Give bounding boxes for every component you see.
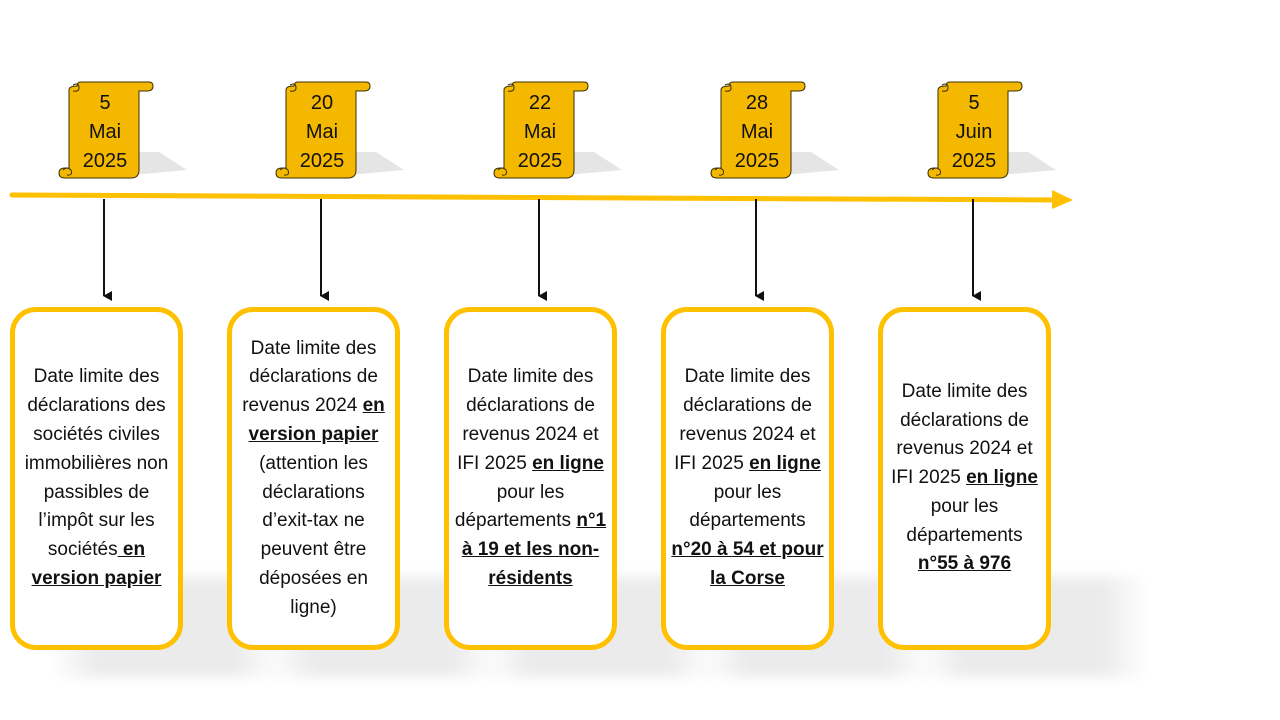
date-month: Juin — [955, 121, 993, 143]
emphasized-text: n°55 à 976 — [917, 553, 1012, 575]
description-text: pour les départements — [906, 495, 1023, 546]
scroll-top-curl — [507, 83, 515, 92]
emphasized-text: en version papier — [31, 539, 162, 589]
date-scroll-1 — [58, 81, 187, 179]
description-text: Date limite des déclarations de revenus … — [457, 366, 599, 474]
event-box-4: Date limite des déclarations de revenus … — [661, 307, 834, 650]
date-day: 20 — [310, 92, 334, 114]
emphasized-text: n°20 à 54 et pour la Corse — [671, 539, 824, 589]
scroll-bottom-curl — [931, 167, 941, 176]
scroll-bottom-curl — [497, 167, 507, 176]
date-day: 5 — [968, 92, 980, 114]
timeline-arrowhead — [1052, 190, 1073, 209]
date-day: 22 — [528, 92, 552, 114]
date-month: Mai — [88, 121, 122, 143]
date-year: 2025 — [517, 150, 563, 172]
scroll-bottom-curl — [714, 167, 724, 176]
date-scroll-4 — [710, 81, 839, 179]
date-day: 5 — [99, 92, 111, 114]
scroll-bottom-curl — [279, 167, 289, 176]
date-scroll-3 — [493, 81, 622, 179]
event-description: Date limite des déclarations des société… — [19, 363, 174, 593]
event-box-3: Date limite des déclarations de revenus … — [444, 307, 617, 650]
scroll-top-curl — [724, 83, 732, 92]
description-text: pour les départements — [454, 481, 577, 532]
scroll-bottom-curl — [62, 167, 72, 176]
event-description: Date limite des déclarations de revenus … — [453, 363, 608, 593]
event-description: Date limite des déclarations de revenus … — [236, 335, 391, 623]
date-day: 28 — [745, 92, 769, 114]
emphasized-text: n°1 à 19 et les non-résidents — [461, 510, 607, 589]
description-text: Date limite des déclarations des société… — [24, 366, 169, 561]
timeline-axis — [9, 192, 1063, 203]
date-month: Mai — [740, 121, 774, 143]
date-scroll-2 — [275, 81, 404, 179]
description-text: pour les départements — [689, 481, 806, 532]
emphasized-text: en ligne — [966, 467, 1038, 489]
emphasized-text: en ligne — [749, 452, 821, 474]
date-month: Mai — [523, 121, 557, 143]
description-text: (attention les déclarations d’exit-tax n… — [259, 452, 368, 618]
date-year: 2025 — [951, 150, 997, 172]
date-year: 2025 — [734, 150, 780, 172]
date-month: Mai — [305, 121, 339, 143]
scroll-top-curl — [941, 83, 949, 92]
event-box-5: Date limite des déclarations de revenus … — [878, 307, 1051, 650]
event-description: Date limite des déclarations de revenus … — [887, 378, 1042, 580]
description-text: Date limite des déclarations de revenus … — [891, 380, 1033, 489]
description-text: Date limite des déclarations de revenus … — [242, 337, 378, 417]
description-text: Date limite des déclarations de revenus … — [674, 366, 816, 474]
event-box-1: Date limite des déclarations des société… — [10, 307, 183, 650]
date-year: 2025 — [299, 150, 345, 172]
date-year: 2025 — [82, 150, 128, 172]
scroll-top-curl — [72, 83, 80, 92]
emphasized-text: en version papier — [248, 395, 385, 445]
event-box-2: Date limite des déclarations de revenus … — [227, 307, 400, 650]
event-description: Date limite des déclarations de revenus … — [670, 363, 825, 593]
scroll-top-curl — [289, 83, 297, 92]
emphasized-text: en ligne — [532, 452, 604, 474]
date-scroll-5 — [927, 81, 1056, 179]
